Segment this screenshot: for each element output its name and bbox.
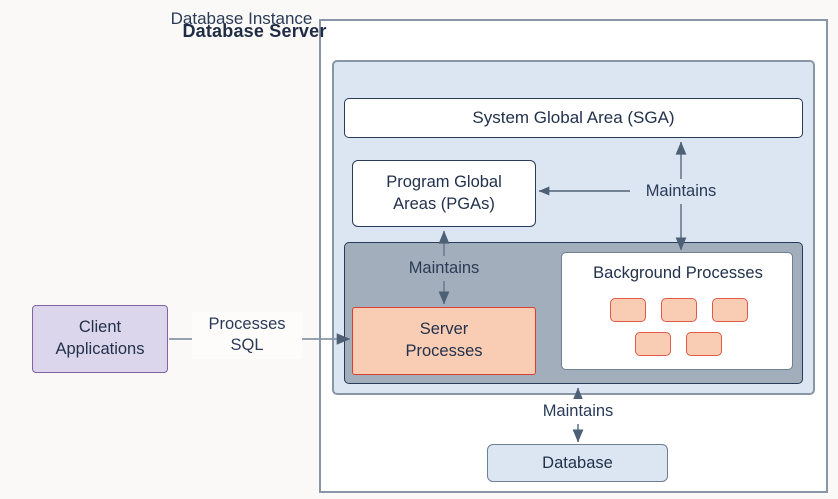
- processes-sql-line2: SQL: [230, 336, 264, 355]
- database-instance-title: Database Instance: [170, 9, 313, 28]
- pga-label: Program Global Areas (PGAs): [386, 172, 502, 216]
- process-chip-2: [661, 298, 697, 322]
- client-applications-line1: Client: [78, 318, 122, 337]
- client-applications-box: Client Applications: [32, 305, 168, 373]
- processes-sql-line1: Processes: [208, 315, 286, 333]
- process-chip-3: [712, 298, 748, 322]
- background-processes-box: Background Processes: [561, 252, 793, 370]
- database-server-title: Database Server: [182, 21, 327, 41]
- edge-label-maintains-sga: Maintains: [631, 179, 731, 205]
- background-processes-title: Background Processes: [593, 264, 763, 282]
- process-chip-5: [686, 332, 722, 356]
- edge-label-processes-sql: Processes SQL: [192, 312, 302, 359]
- program-global-areas-box: Program Global Areas (PGAs): [352, 160, 536, 227]
- server-processes-line1: Server: [419, 320, 469, 339]
- server-processes-box: Server Processes: [352, 307, 536, 375]
- pga-label-line1: Program Global: [386, 172, 502, 191]
- sga-label: System Global Area (SGA): [472, 108, 675, 127]
- process-chip-4: [635, 332, 671, 356]
- edge-label-maintains-server: Maintains: [392, 256, 496, 282]
- client-applications-label: Client Applications: [56, 317, 145, 361]
- server-processes-line2: Processes: [405, 342, 483, 360]
- database-label: Database: [542, 453, 613, 472]
- edge-label-maintains-database: Maintains: [528, 399, 628, 425]
- system-global-area-box: System Global Area (SGA): [344, 98, 803, 138]
- server-processes-label: Server Processes: [405, 319, 482, 363]
- process-chip-1: [610, 298, 646, 322]
- pga-label-line2: Areas (PGAs): [393, 194, 495, 213]
- database-box: Database: [487, 444, 668, 482]
- client-applications-line2: Applications: [55, 340, 145, 358]
